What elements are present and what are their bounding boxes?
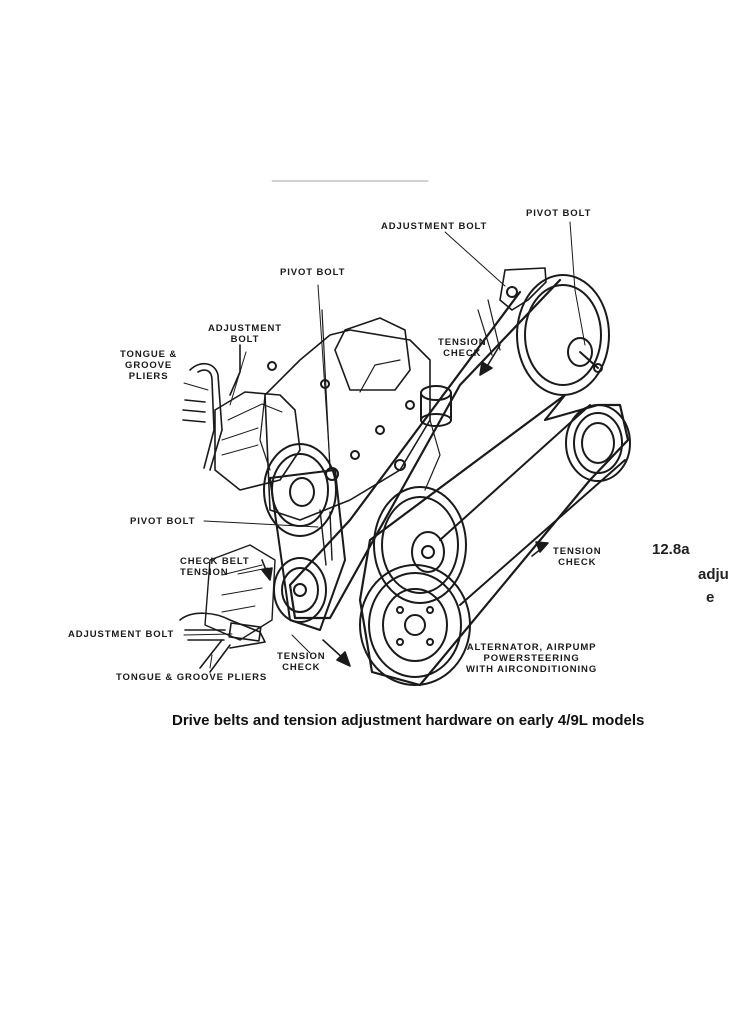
belt-ps [269, 469, 346, 631]
belt-long [288, 278, 562, 620]
crankshaft-pulley [359, 564, 471, 686]
figure-caption: Drive belts and tension adjustment hardw… [172, 712, 645, 729]
leader-lines [183, 221, 586, 669]
label-adjustment-bolt-bottom: ADJUSTMENT BOLT [68, 629, 175, 640]
tongue-groove-pliers-bottom [179, 612, 266, 673]
power-steering-pulley [263, 443, 337, 537]
label-pivot-bolt-top-center: PIVOT BOLT [280, 267, 346, 278]
filler-cap-top [420, 385, 452, 401]
belt-ac-outer [439, 404, 626, 606]
top-right-pulley [516, 274, 610, 396]
label-check-belt-tension: CHECK BELT TENSION [180, 556, 250, 578]
label-pivot-bolt-mid: PIVOT BOLT [130, 516, 196, 527]
tension-arrows [261, 344, 549, 667]
belt-ac [358, 393, 630, 687]
label-tongue-groove-pliers-top: TONGUE & GROOVE PLIERS [120, 349, 178, 382]
figure-ref-line2: adju [698, 566, 729, 583]
figure-ref-number: 12.8a [652, 541, 690, 558]
label-tongue-groove-pliers-bottom: TONGUE & GROOVE PLIERS [116, 672, 268, 683]
figure-ref-line3: e [706, 589, 715, 606]
valve-cover [334, 317, 411, 391]
ac-compressor-pulley [565, 404, 631, 482]
label-adjustment-bolt-top: ADJUSTMENT BOLT [381, 221, 488, 232]
label-pivot-bolt-top-right: PIVOT BOLT [526, 208, 592, 219]
engine-block [264, 329, 431, 521]
label-tension-check-top: TENSION CHECK [438, 337, 487, 359]
adjustment-bracket-top [499, 267, 547, 311]
water-pump-pulley [373, 486, 467, 604]
pump-housing [214, 391, 301, 491]
pivot-bolt-center [325, 467, 339, 481]
label-tension-check-bottom: TENSION CHECK [277, 651, 326, 673]
label-alternator-note: ALTERNATOR, AIRPUMP POWERSTEERING WITH A… [466, 642, 598, 675]
label-tension-check-right: TENSION CHECK [553, 546, 602, 568]
alternator-body [204, 544, 276, 641]
tongue-groove-pliers-top [182, 344, 241, 471]
label-adjustment-bolt-left: ADJUSTMENT BOLT [208, 323, 282, 345]
